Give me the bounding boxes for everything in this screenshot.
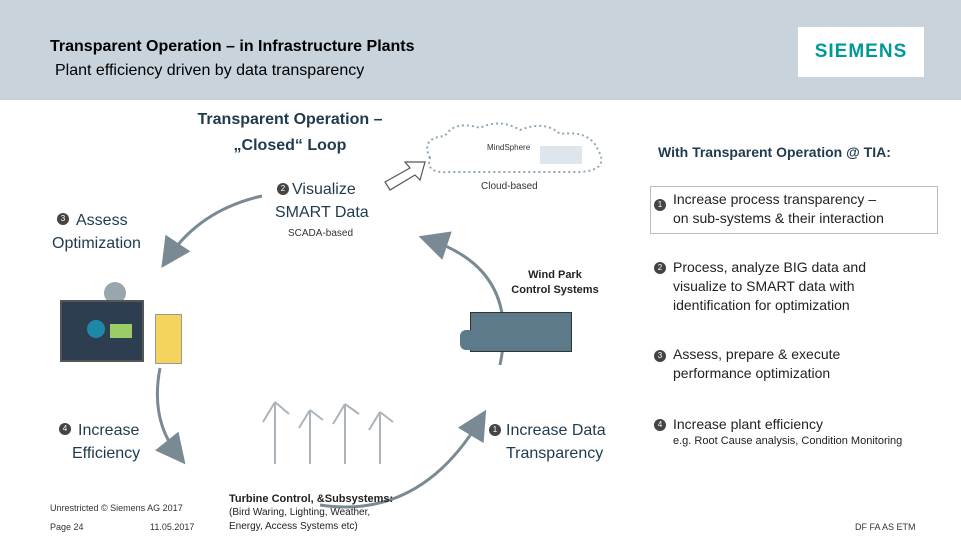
data-sheet-icon (155, 314, 182, 364)
mindsphere-cloud-graphic (426, 122, 603, 174)
benefits-heading: With Transparent Operation @ TIA: (658, 144, 891, 160)
benefit-1-box (650, 186, 938, 234)
step-1-line1: Increase Data (506, 422, 606, 439)
benefit-3-line2: performance optimization (673, 365, 831, 381)
step-4-line1: Increase (78, 422, 140, 439)
benefit-4-badge: 4 (654, 419, 666, 431)
step-2-label: Visualize SMART Data (275, 178, 385, 224)
step-4-line2: Efficiency (72, 445, 141, 462)
arrow-arc-bottom (319, 409, 487, 509)
benefit-4-text: Increase plant efficiency e.g. Root Caus… (673, 415, 953, 448)
step-1-label: Increase Data Transparency (506, 419, 636, 465)
step-4-badge: 4 (59, 423, 71, 435)
step-1-badge: 1 (489, 424, 501, 436)
operator-avatar (104, 282, 126, 304)
dashboard-pie-icon (87, 320, 105, 338)
footer-page: Page 24 (50, 522, 84, 532)
benefit-2-badge: 2 (654, 262, 666, 274)
benefit-3-line1: Assess, prepare & execute (673, 346, 841, 362)
arrow-to-cloud (384, 161, 426, 191)
siemens-logo: SIEMENS (814, 41, 908, 62)
cloud-caption: Cloud-based (481, 181, 538, 192)
step-3-badge: 3 (57, 213, 69, 225)
header-bar: Transparent Operation – in Infrastructur… (0, 0, 961, 100)
benefit-2-line2: visualize to SMART data with (673, 278, 855, 294)
footer-date: 11.05.2017 (150, 522, 195, 532)
control-system-rack (470, 312, 572, 352)
benefit-4-line1: Increase plant efficiency (673, 416, 823, 432)
footer-restricted: Unrestricted © Siemens AG 2017 (50, 503, 183, 513)
arrow-arc-left (155, 367, 186, 465)
turbine-caption-line2: Energy, Access Systems etc) (229, 521, 358, 532)
benefit-3-text: Assess, prepare & execute performance op… (673, 345, 933, 383)
benefit-2-text: Process, analyze BIG data and visualize … (673, 258, 933, 315)
workstation-monitor (60, 300, 144, 362)
benefit-2-line3: identification for optimization (673, 297, 850, 313)
step-2-line1: Visualize (292, 181, 356, 198)
benefit-1-line1: Increase process transparency – (673, 191, 877, 207)
slide-title: Transparent Operation – in Infrastructur… (50, 38, 415, 55)
benefit-1-badge: 1 (654, 199, 666, 211)
step-4-label: Increase Efficiency (72, 419, 172, 465)
loop-title-line2: „Closed“ Loop (233, 137, 347, 154)
turbine-caption-line1: (Bird Waring, Lighting, Weather, (229, 507, 371, 518)
scada-label: SCADA-based (288, 228, 354, 239)
turbine-caption-title: Turbine Control, &Subsystems: (229, 493, 394, 505)
benefit-4-line2: e.g. Root Cause analysis, Condition Moni… (673, 435, 903, 447)
step-2-line2: SMART Data (275, 204, 369, 221)
loop-title-line1: Transparent Operation – (197, 111, 383, 128)
dashboard-bars-icon (110, 324, 132, 338)
step-3-line1: Assess (76, 212, 128, 229)
wind-park-line1: Wind Park (528, 269, 582, 281)
step-3-line2: Optimization (52, 235, 141, 252)
step-1-line2: Transparency (506, 445, 604, 462)
mindsphere-label: MindSphere (487, 143, 531, 152)
wind-park-label: Wind Park Control Systems (500, 268, 610, 298)
turbine-caption: Turbine Control, &Subsystems: (Bird Wari… (229, 492, 429, 534)
step-3-label: Assess Optimization (52, 209, 172, 255)
benefit-1-text: Increase process transparency – on sub-s… (673, 190, 933, 228)
benefit-2-line1: Process, analyze BIG data and (673, 259, 866, 275)
benefit-3-badge: 3 (654, 350, 666, 362)
logo-box: SIEMENS (798, 27, 924, 77)
slide-subtitle: Plant efficiency driven by data transpar… (55, 62, 365, 79)
wind-park-line2: Control Systems (511, 284, 599, 296)
arrow-arc-top-left (161, 194, 263, 268)
benefit-1-line2: on sub-systems & their interaction (673, 210, 884, 226)
step-2-badge: 2 (277, 183, 289, 195)
loop-title: Transparent Operation – „Closed“ Loop (176, 107, 404, 159)
footer-code: DF FA AS ETM (855, 522, 916, 532)
database-icon (460, 330, 476, 350)
wind-turbines-graphic (262, 401, 394, 464)
